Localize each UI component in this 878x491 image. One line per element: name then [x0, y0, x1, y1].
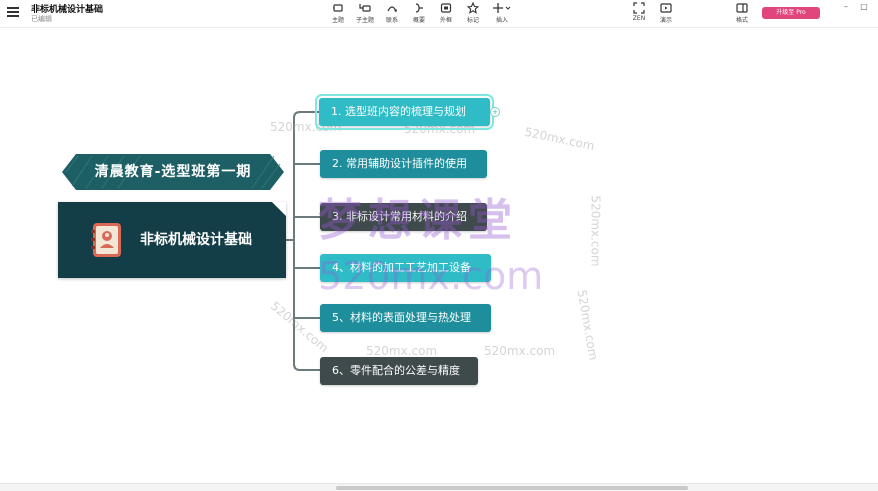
- boundary-button-label: 外框: [439, 17, 452, 24]
- subtopic-button[interactable]: 子主题: [350, 2, 380, 26]
- format-button[interactable]: 格式: [727, 2, 757, 26]
- watermark-en: 520mx.com: [318, 254, 544, 298]
- add-subtopic-icon[interactable]: +: [490, 107, 500, 117]
- summary-button-label: 概要: [412, 17, 425, 24]
- subtopic-icon: [359, 4, 371, 12]
- central-topic[interactable]: 非标机械设计基础: [58, 202, 286, 278]
- summary-button[interactable]: 概要: [404, 2, 434, 26]
- maximize-icon[interactable]: ▢: [860, 2, 868, 11]
- zen-icon: [633, 2, 645, 14]
- topic-button-label: 主题: [331, 17, 344, 24]
- mindmap-canvas[interactable]: 520mx.com 520mx.com 520mx.com 520mx.com …: [0, 28, 878, 483]
- top-toolbar: 非标机械设计基础 已编辑 主题 子主题 联系 概要 外框 标记 插入 ZEN 演…: [0, 0, 878, 28]
- play-icon: [660, 3, 672, 13]
- save-status: 已编辑: [31, 15, 52, 23]
- subtopic-button-label: 子主题: [355, 17, 374, 24]
- boundary-icon: [440, 3, 452, 13]
- topic-node-1[interactable]: 1. 选型班内容的梳理与规划: [315, 94, 494, 130]
- topic-button[interactable]: 主题: [323, 2, 353, 26]
- watermark-text: 520mx.com: [366, 344, 438, 358]
- summary-icon: [415, 3, 423, 13]
- horizontal-scrollbar[interactable]: [0, 483, 878, 491]
- topic-node-3[interactable]: 3. 非标设计常用材料的介绍: [320, 203, 487, 231]
- zen-button-label: ZEN: [632, 15, 646, 22]
- topic-node-4[interactable]: 4、材料的加工工艺加工设备: [320, 254, 491, 282]
- card-notch: [272, 202, 286, 216]
- branch-connectors: [286, 111, 320, 371]
- watermark-cn: 梦想课堂: [318, 195, 518, 246]
- topic-node-5[interactable]: 5、材料的表面处理与热处理: [320, 304, 491, 332]
- boundary-button[interactable]: 外框: [431, 2, 461, 26]
- watermark-text: 520mx.com: [484, 344, 556, 358]
- upgrade-pro-button[interactable]: 升级至 Pro: [762, 7, 820, 19]
- minimize-icon[interactable]: –: [844, 2, 848, 11]
- watermark-text: 520mx.com: [588, 195, 603, 267]
- ribbon-shape: [62, 154, 284, 190]
- relationship-icon: [387, 6, 397, 13]
- central-topic-title: 非标机械设计基础: [140, 232, 252, 248]
- topic-node-2[interactable]: 2. 常用辅助设计插件的使用: [320, 150, 487, 178]
- topic-icon: [333, 4, 343, 12]
- hamburger-menu-icon[interactable]: [7, 7, 19, 17]
- scrollbar-thumb[interactable]: [336, 486, 688, 490]
- insert-button[interactable]: 插入: [487, 2, 517, 26]
- format-icon: [736, 3, 748, 13]
- format-button-label: 格式: [735, 17, 748, 24]
- relationship-button[interactable]: 联系: [377, 2, 407, 26]
- zen-button[interactable]: ZEN: [624, 2, 654, 26]
- ribbon-topic[interactable]: 清晨教育-选型班第一期: [62, 152, 284, 192]
- plus-icon: [493, 3, 511, 13]
- marker-button-label: 标记: [466, 17, 479, 24]
- present-button[interactable]: 演示: [651, 2, 681, 26]
- present-button-label: 演示: [659, 17, 672, 24]
- marker-button[interactable]: 标记: [458, 2, 488, 26]
- insert-button-label: 插入: [495, 17, 508, 24]
- relationship-button-label: 联系: [385, 17, 398, 24]
- contact-book-icon: [91, 223, 121, 257]
- document-title[interactable]: 非标机械设计基础: [31, 5, 104, 15]
- ribbon-text: 清晨教育-选型班第一期: [94, 164, 252, 180]
- topic-node-6[interactable]: 6、零件配合的公差与精度: [320, 357, 478, 385]
- star-icon: [467, 2, 479, 14]
